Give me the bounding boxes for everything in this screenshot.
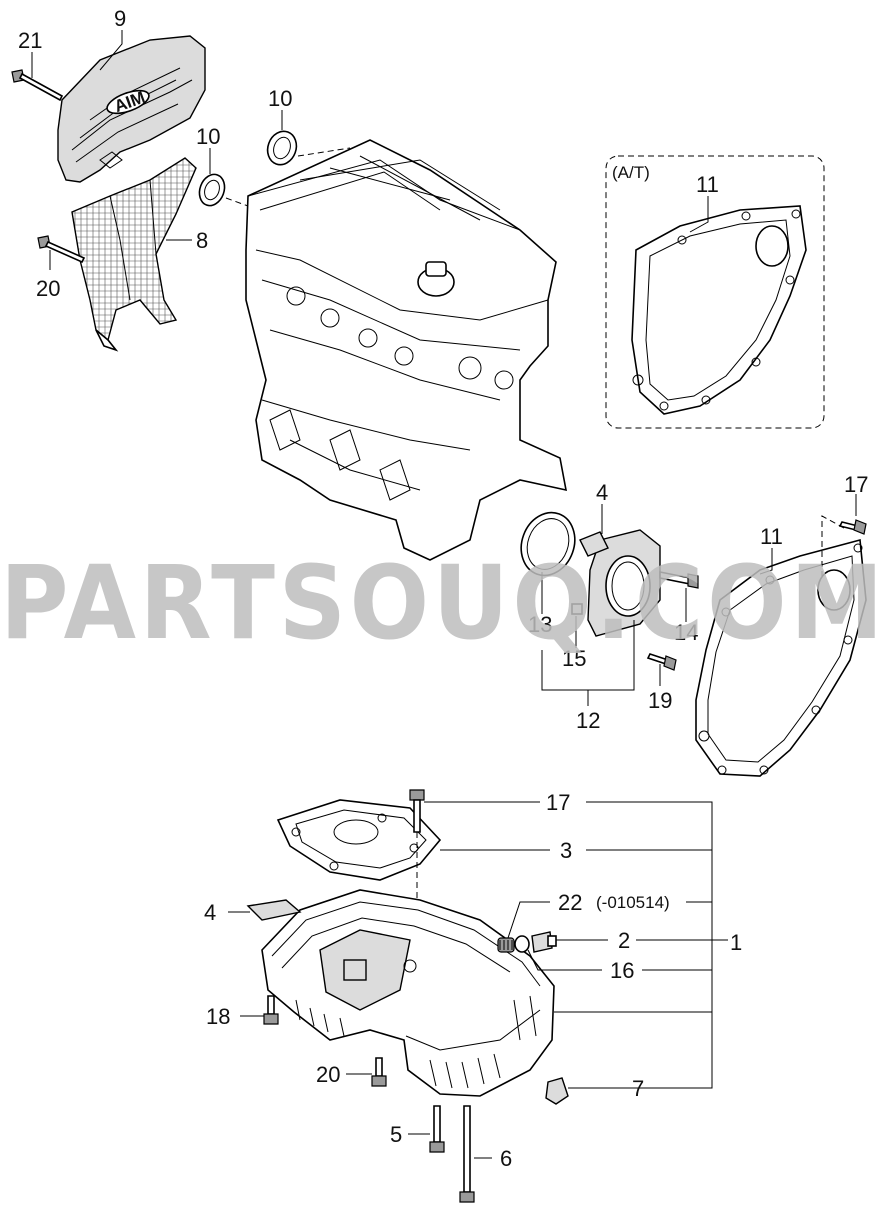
bolt-14 bbox=[659, 571, 699, 589]
callout-3: 3 bbox=[560, 838, 572, 863]
callout-6: 6 bbox=[500, 1146, 512, 1171]
timing-belt-upper-cover: AIM bbox=[57, 35, 206, 183]
bolt-18 bbox=[263, 995, 279, 1025]
callout-13: 13 bbox=[528, 612, 552, 637]
callout-20-b: 20 bbox=[316, 1062, 340, 1087]
engine-block bbox=[245, 139, 568, 561]
bolt-20-upper bbox=[37, 235, 86, 264]
check-valve-22 bbox=[497, 937, 515, 953]
callout-9: 9 bbox=[114, 6, 126, 31]
bolt-17-upper bbox=[821, 515, 867, 580]
leader-lines bbox=[31, 30, 857, 1159]
gasket-strip-4 bbox=[246, 899, 302, 921]
dowel-15 bbox=[571, 603, 583, 615]
callout-7: 7 bbox=[632, 1076, 644, 1101]
seal-retainer bbox=[579, 529, 661, 637]
oil-pan bbox=[261, 889, 555, 1097]
callout-4-b: 4 bbox=[204, 900, 216, 925]
callout-14: 14 bbox=[674, 620, 698, 645]
callout-10-b: 10 bbox=[196, 124, 220, 149]
callout-4-a: 4 bbox=[596, 480, 608, 505]
gasket-11-at bbox=[631, 205, 807, 415]
callout-19: 19 bbox=[648, 688, 672, 713]
callout-2: 2 bbox=[618, 928, 630, 953]
callout-15: 15 bbox=[562, 646, 586, 671]
rear-oil-seal-13 bbox=[520, 511, 576, 577]
oil-seal-10-b bbox=[198, 173, 226, 207]
oil-seal-10-a bbox=[266, 130, 298, 166]
bolt-21 bbox=[11, 69, 64, 102]
drain-plug-2 bbox=[531, 931, 557, 953]
callout-8: 8 bbox=[196, 228, 208, 253]
at-variant-box: (A/T) bbox=[605, 155, 825, 429]
callout-10-a: 10 bbox=[268, 86, 292, 111]
watermark: PARTSOUQ.COM bbox=[0, 544, 887, 663]
callout-21: 21 bbox=[18, 28, 42, 53]
bolt-19 bbox=[646, 653, 677, 671]
bolt-5 bbox=[429, 1105, 445, 1153]
washer-16 bbox=[514, 935, 530, 953]
bolt-6 bbox=[459, 1105, 475, 1203]
oil-pan-baffle-3 bbox=[276, 799, 442, 881]
callout-11-b: 11 bbox=[760, 524, 783, 549]
callout-16: 16 bbox=[610, 958, 634, 983]
callout-5: 5 bbox=[390, 1122, 402, 1147]
cap-7 bbox=[545, 1077, 569, 1105]
variant-box-label: (A/T) bbox=[612, 163, 650, 182]
callout-22-note: (-010514) bbox=[596, 893, 670, 912]
timing-belt-lower-cover bbox=[71, 157, 197, 352]
callout-22: 22 bbox=[558, 890, 582, 915]
callout-labels: 21 9 10 10 8 20 11 4 17 11 13 15 14 19 1… bbox=[18, 6, 868, 1171]
callout-18: 18 bbox=[206, 1004, 230, 1029]
callout-17-b: 17 bbox=[546, 790, 570, 815]
bolt-20-lower bbox=[371, 1057, 387, 1087]
callout-20-a: 20 bbox=[36, 276, 60, 301]
callout-17-a: 17 bbox=[844, 472, 868, 497]
gasket-11-mt bbox=[695, 538, 867, 777]
callout-11-a: 11 bbox=[696, 172, 719, 197]
callout-1: 1 bbox=[730, 930, 742, 955]
callout-12: 12 bbox=[576, 708, 600, 733]
